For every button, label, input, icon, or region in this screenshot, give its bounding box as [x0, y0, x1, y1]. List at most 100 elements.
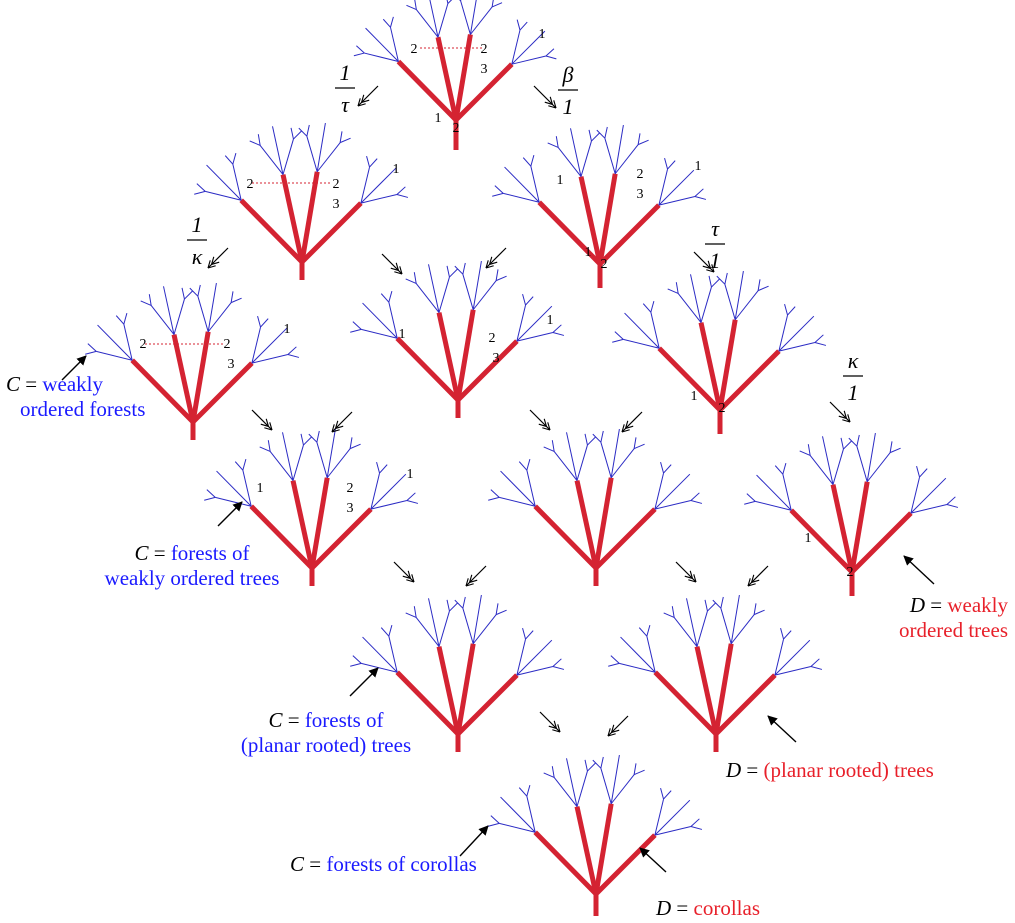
caption-c-forests-weakly-ordered-trees: C = forests of weakly ordered trees — [68, 541, 316, 591]
tree-leaf — [492, 192, 504, 197]
arrow-down-left — [607, 715, 629, 737]
tree-leaf — [438, 610, 450, 647]
tree-leaf — [600, 442, 612, 478]
tree-leaf — [690, 492, 700, 501]
tree-leaf — [429, 0, 439, 38]
tree-leaf — [608, 662, 620, 667]
tree-leaf — [123, 313, 128, 325]
tree-leaf — [446, 265, 450, 278]
caption-text: forests of — [170, 541, 250, 565]
tree-label: 3 — [493, 351, 500, 366]
tree-label: 1 — [257, 481, 264, 496]
tree-label: 2 — [453, 121, 460, 136]
tree-leaf — [298, 127, 308, 137]
tree-edge — [694, 646, 719, 735]
tree-leaf — [396, 193, 409, 198]
tree-edge — [718, 349, 781, 412]
tree-leaf — [326, 448, 351, 479]
tree-leaf — [257, 134, 261, 146]
tree-leaf — [814, 341, 827, 346]
tree-leaf — [753, 609, 765, 616]
tree-leaf — [382, 18, 391, 28]
tree-leaf — [518, 787, 528, 797]
tree-leaf — [495, 603, 499, 615]
tree-leaf — [205, 190, 242, 201]
tree-leaf — [690, 499, 703, 504]
tree-leaf — [774, 638, 785, 676]
tree-label: 2 — [489, 331, 496, 346]
tree-leaf — [405, 612, 417, 618]
tree-leaf — [115, 315, 125, 325]
tree-leaf — [566, 758, 578, 807]
tree-leaf — [552, 658, 562, 667]
caption-equals: = — [741, 758, 764, 782]
tree-leaf — [516, 639, 553, 676]
fraction-tau-over-one: τ1 — [705, 216, 725, 273]
tree-leaf — [380, 627, 390, 637]
tree-edge — [533, 504, 598, 570]
tree-leaf — [415, 617, 440, 647]
tree-leaf — [87, 343, 97, 352]
caption-symbol: C — [134, 541, 149, 565]
caption-equals: = — [282, 708, 305, 732]
fraction-denominator: τ — [341, 92, 350, 117]
caption-text: (planar rooted) trees — [763, 758, 934, 782]
tree-leaf — [822, 436, 834, 485]
tree-leaf — [287, 353, 300, 358]
tree-leaf — [591, 132, 600, 142]
pointer-arrow — [61, 355, 87, 381]
tree-leaf — [604, 138, 616, 174]
tree-leaf — [380, 293, 390, 303]
tree-leaf — [388, 291, 393, 303]
tree-leaf — [282, 432, 294, 481]
tree-leaf — [637, 139, 649, 146]
tree-edge — [130, 358, 195, 424]
tree-leaf — [472, 280, 497, 311]
tree-leaf — [526, 470, 536, 507]
tree-leaf — [654, 825, 692, 836]
tree-label: 2 — [140, 337, 147, 352]
tree-leaf — [516, 304, 527, 342]
tree-edge — [249, 504, 314, 570]
tree-leaf — [370, 472, 381, 510]
tree-leaf — [690, 825, 703, 830]
tree-leaf — [610, 448, 635, 479]
tree-r3-mid — [488, 428, 703, 586]
tree-leaf — [675, 282, 679, 294]
tree-leaf — [604, 126, 608, 139]
tree-leaf — [522, 627, 527, 640]
tree-leaf — [316, 430, 320, 443]
tree-leaf — [946, 496, 956, 505]
tree-label: 3 — [481, 62, 488, 77]
tree-leaf — [350, 328, 362, 333]
tree-r3-right — [744, 432, 959, 596]
tree-leaf — [664, 157, 669, 170]
tree-leaf — [782, 463, 787, 475]
tree-label: 2 — [333, 177, 340, 192]
tree-leaf — [889, 441, 893, 453]
caption-text: corollas — [693, 896, 760, 920]
tree-leaf — [856, 446, 868, 482]
tree-leaf — [724, 284, 736, 320]
fraction-numerator: 1 — [340, 60, 351, 85]
caption-symbol: C — [290, 852, 305, 876]
tree-leaf — [369, 158, 378, 168]
tree-leaf — [503, 192, 540, 203]
tree-leaf — [230, 297, 242, 304]
tree-leaf — [308, 433, 318, 443]
fraction-denominator: κ — [192, 244, 203, 269]
tree-leaf — [396, 186, 406, 195]
tree-leaf — [462, 596, 466, 609]
tree-edge — [533, 830, 598, 896]
tree-leaf — [690, 274, 702, 323]
tree-leaf — [614, 144, 639, 175]
tree-leaf — [809, 455, 834, 485]
tree-leaf — [658, 168, 669, 206]
tree-leaf — [216, 470, 252, 507]
tree-edge — [455, 643, 476, 735]
tree-leaf — [694, 188, 704, 197]
tree-leaf — [207, 302, 232, 333]
tree-leaf — [415, 9, 439, 38]
tree-leaf — [306, 124, 310, 137]
tree-leaf — [260, 318, 269, 328]
